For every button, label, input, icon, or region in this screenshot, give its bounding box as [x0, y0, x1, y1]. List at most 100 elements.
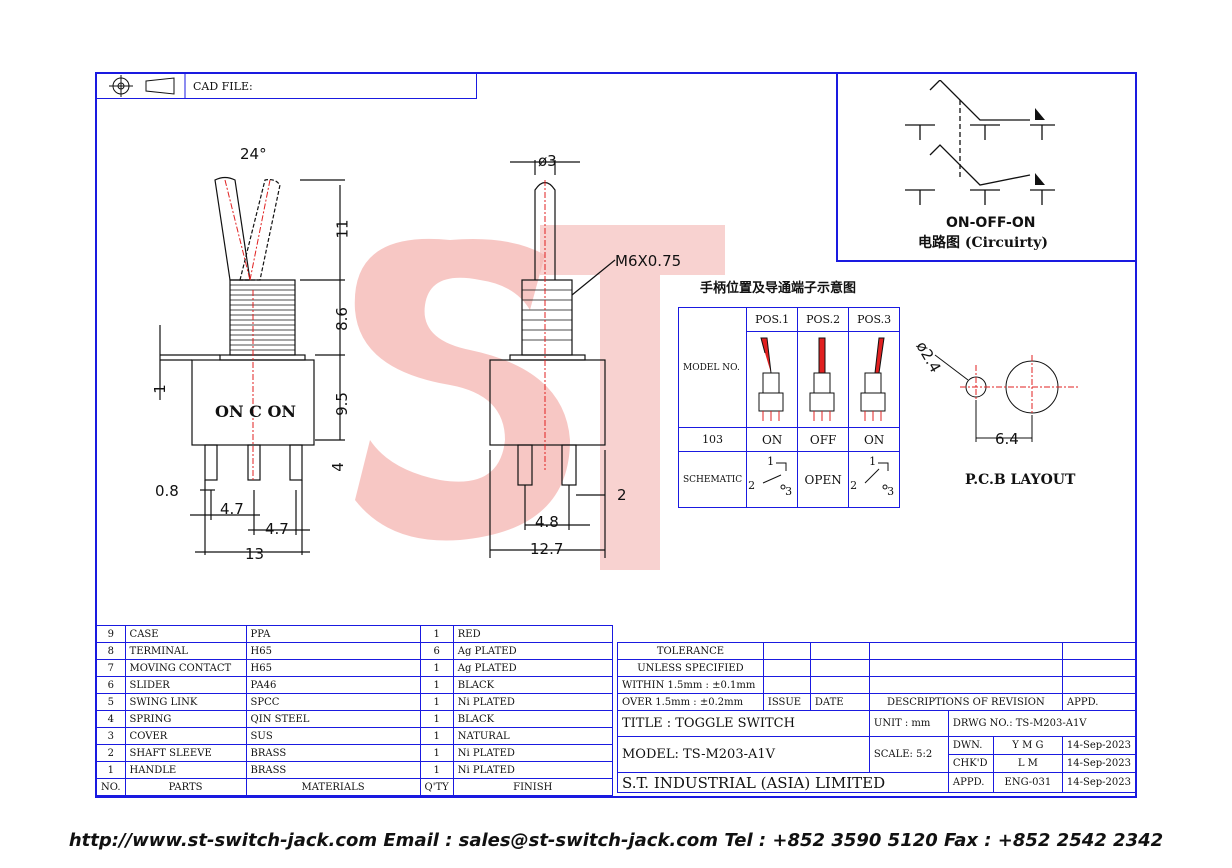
model-value: 103: [677, 427, 748, 452]
dim-4-7b: 4.7: [265, 520, 289, 538]
bom-cell-no: 5: [96, 693, 126, 711]
bom-cell-material: SPCC: [245, 693, 421, 711]
chkd-value: L M: [992, 754, 1063, 773]
appd-header: APPD.: [1061, 693, 1137, 711]
dim-4: 4: [328, 462, 347, 472]
st-watermark-logo: [354, 225, 725, 570]
model-label: MODEL: TS-M203-A1V: [617, 736, 870, 773]
pos-header-2: POS.2: [797, 307, 850, 332]
bom-cell-part: COVER: [124, 727, 247, 745]
front-view-drawing: [159, 176, 345, 555]
drawing-frame: [95, 72, 1137, 798]
bom-cell-part: MOVING CONTACT: [124, 659, 247, 677]
bom-cell-finish: Ni PLATED: [452, 761, 613, 779]
tolerance-within: WITHIN 1.5mm : ±0.1mm: [617, 676, 764, 694]
side-view-drawing: [489, 160, 616, 558]
scale-label: SCALE: 5:2: [868, 736, 949, 773]
bom-cell-no: 4: [96, 710, 126, 728]
dim-13: 13: [245, 545, 265, 563]
circuit-title: ON-OFF-ON: [946, 215, 1036, 231]
pos1-switch-icon: [746, 331, 799, 428]
company-name: S.T. INDUSTRIAL (ASIA) LIMITED: [617, 772, 949, 793]
pcb-layout-drawing: [934, 354, 1080, 442]
state-1: ON: [746, 427, 799, 452]
dim-1: 1: [150, 384, 169, 394]
circuit-box: [836, 72, 1137, 262]
bom-cell-finish: NATURAL: [452, 727, 613, 745]
issue-header: ISSUE: [762, 693, 811, 711]
pos-header-3: POS.3: [848, 307, 901, 332]
unless-label: UNLESS SPECIFIED: [617, 659, 764, 677]
bom-header-qty: Q'TY: [419, 778, 454, 796]
position-table: MODEL NO. POS.1 POS.2 POS.3 103 ON OFF O…: [677, 307, 901, 508]
position-label: ON C ON: [215, 402, 296, 421]
title-block: TOLERANCE UNLESS SPECIFIED WITHIN 1.5mm …: [617, 642, 1137, 793]
dim-12-7: 12.7: [530, 540, 564, 558]
bom-header-no: NO.: [96, 778, 126, 796]
pos-header-1: POS.1: [746, 307, 799, 332]
tolerance-label: TOLERANCE: [617, 642, 764, 660]
bom-cell-qty: 1: [419, 659, 454, 677]
model-no-label: MODEL NO.: [677, 307, 748, 428]
appd-label: APPD.: [947, 772, 994, 793]
schematic-open: OPEN: [797, 451, 850, 508]
bom-cell-finish: RED: [452, 625, 613, 643]
bom-cell-part: SLIDER: [124, 676, 247, 694]
bom-cell-no: 6: [96, 676, 126, 694]
date-header: DATE: [809, 693, 870, 711]
bom-cell-qty: 1: [419, 761, 454, 779]
pcb-label: P.C.B LAYOUT: [965, 472, 1076, 488]
pos3-switch-icon: [848, 331, 901, 428]
schematic-1-pin3: 3: [785, 485, 793, 498]
schematic-3-pin3: 3: [887, 485, 895, 498]
schematic-label: SCHEMATIC: [677, 451, 748, 508]
dim-2: 2: [617, 486, 627, 504]
circuit-diagram: [905, 80, 1055, 205]
bom-cell-finish: Ag PLATED: [452, 642, 613, 660]
schematic-3-pin1: 1: [869, 455, 877, 468]
cad-file-label: CAD FILE:: [193, 80, 253, 93]
bom-cell-qty: 1: [419, 710, 454, 728]
bom-cell-qty: 1: [419, 744, 454, 762]
bom-cell-material: PA46: [245, 676, 421, 694]
dim-8-6: 8.6: [332, 307, 351, 331]
dim-angle: 24°: [240, 145, 267, 163]
dim-9-5: 9.5: [332, 392, 351, 416]
appd-date: 14-Sep-2023: [1061, 772, 1137, 793]
state-2: OFF: [797, 427, 850, 452]
bom-cell-no: 3: [96, 727, 126, 745]
circuit-subtitle: 电路图 (Circuirty): [918, 235, 1048, 251]
bom-cell-no: 7: [96, 659, 126, 677]
bom-cell-no: 1: [96, 761, 126, 779]
dim-4-8: 4.8: [535, 513, 559, 531]
thread-label: M6X0.75: [615, 252, 682, 270]
bom-cell-part: TERMINAL: [124, 642, 247, 660]
dwn-date: 14-Sep-2023: [1061, 736, 1137, 755]
bom-cell-material: BRASS: [245, 744, 421, 762]
dwn-value: Y M G: [992, 736, 1063, 755]
bom-header-material: MATERIALS: [245, 778, 421, 796]
pos2-switch-icon: [797, 331, 850, 428]
bom-header-finish: FINISH: [452, 778, 613, 796]
position-table-title: 手柄位置及导通端子示意图: [700, 281, 857, 296]
dwn-label: DWN.: [947, 736, 994, 755]
bom-cell-qty: 1: [419, 693, 454, 711]
bom-cell-no: 8: [96, 642, 126, 660]
bom-cell-part: SPRING: [124, 710, 247, 728]
bom-cell-material: BRASS: [245, 761, 421, 779]
bom-cell-qty: 1: [419, 625, 454, 643]
chkd-label: CHK'D: [947, 754, 994, 773]
bom-cell-material: SUS: [245, 727, 421, 745]
bom-header-part: PARTS: [124, 778, 247, 796]
footer-contact: http://www.st-switch-jack.com Email : sa…: [68, 830, 1164, 851]
bom-cell-part: SWING LINK: [124, 693, 247, 711]
bom-cell-qty: 6: [419, 642, 454, 660]
bom-cell-finish: BLACK: [452, 710, 613, 728]
